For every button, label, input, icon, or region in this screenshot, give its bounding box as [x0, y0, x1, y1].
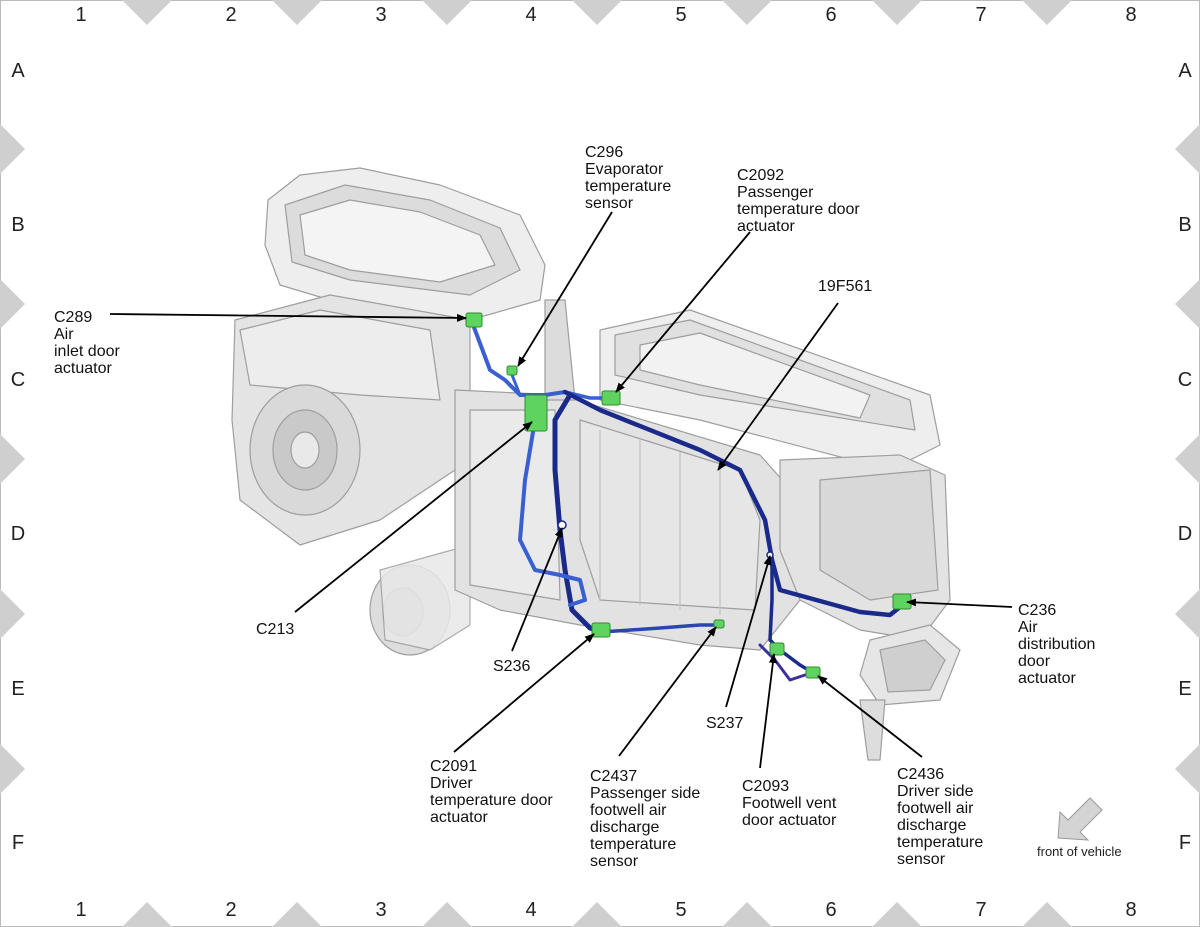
grid-col-bottom-2: 2: [225, 899, 236, 921]
grid-col-top-2: 2: [225, 4, 236, 26]
grid-col-top-5: 5: [675, 4, 686, 26]
label-c2091: C2091 Driver temperature door actuator: [430, 758, 557, 826]
connector-c2092: [601, 390, 621, 406]
grid-col-top-4: 4: [525, 4, 536, 26]
grid-col-top-7: 7: [975, 4, 986, 26]
connector-c2436: [805, 666, 821, 679]
leader-c289: [109, 313, 467, 322]
label-s237: S237: [706, 715, 743, 732]
hvac-housing: [231, 167, 961, 761]
grid-col-bottom-4: 4: [525, 899, 536, 921]
leader-c2437: [618, 626, 717, 757]
grid-col-top-3: 3: [375, 4, 386, 26]
grid-col-bottom-6: 6: [825, 899, 836, 921]
leader-c296: [517, 211, 613, 367]
label-19f561: 19F561: [818, 278, 872, 295]
leader-19f561: [717, 302, 839, 471]
grid-col-bottom-3: 3: [375, 899, 386, 921]
grid-col-top-6: 6: [825, 4, 836, 26]
grid-row-right-f: F: [1179, 832, 1191, 854]
grid-row-right-d: D: [1178, 523, 1192, 545]
connector-c2437: [713, 619, 725, 629]
leader-s237: [725, 555, 772, 708]
connector-c2093: [769, 642, 785, 656]
grid-row-right-c: C: [1178, 369, 1192, 391]
grid-row-left-d: D: [11, 523, 25, 545]
grid-row-left-e: E: [11, 678, 24, 700]
grid-row-left-b: B: [11, 214, 24, 236]
grid-col-bottom-1: 1: [75, 899, 86, 921]
connector-c289: [465, 312, 483, 328]
leader-s236: [511, 527, 563, 652]
grid-row-left-c: C: [11, 369, 25, 391]
label-c2092: C2092 Passenger temperature door actuato…: [737, 167, 864, 235]
grid-col-bottom-8: 8: [1125, 899, 1136, 921]
grid-row-right-e: E: [1178, 678, 1191, 700]
label-c236: C236 Air distribution door actuator: [1018, 602, 1100, 687]
grid-col-top-8: 8: [1125, 4, 1136, 26]
leader-c2436: [817, 675, 923, 758]
leader-lines: [109, 211, 1013, 769]
label-c213: C213: [256, 621, 294, 638]
front-of-vehicle-arrow-icon: [1057, 797, 1103, 841]
label-c289: C289 Air inlet door actuator: [54, 309, 124, 377]
label-c2436: C2436 Driver side footwell air discharge…: [897, 766, 988, 868]
label-c296: C296 Evaporator temperature sensor: [585, 144, 676, 212]
connector-c296: [506, 365, 518, 376]
splice-s236: [557, 520, 567, 530]
leader-c2092: [615, 231, 751, 393]
grid-row-left-a: A: [11, 60, 25, 82]
leader-c2093: [759, 653, 777, 769]
grid-row-left-f: F: [12, 832, 24, 854]
label-s236: S236: [493, 658, 530, 675]
leader-c2091: [453, 633, 595, 753]
grid-col-bottom-5: 5: [675, 899, 686, 921]
grid-col-bottom-7: 7: [975, 899, 986, 921]
grid-row-right-b: B: [1178, 214, 1191, 236]
grid-col-top-1: 1: [75, 4, 86, 26]
label-c2093: C2093 Footwell vent door actuator: [742, 778, 841, 829]
label-c2437: C2437 Passenger side footwell air discha…: [590, 768, 705, 870]
leader-c236: [906, 598, 1013, 608]
connector-c2091: [591, 622, 611, 638]
front-of-vehicle-label: front of vehicle: [1037, 844, 1122, 859]
grid-row-right-a: A: [1178, 60, 1192, 82]
leader-c213: [294, 421, 533, 613]
